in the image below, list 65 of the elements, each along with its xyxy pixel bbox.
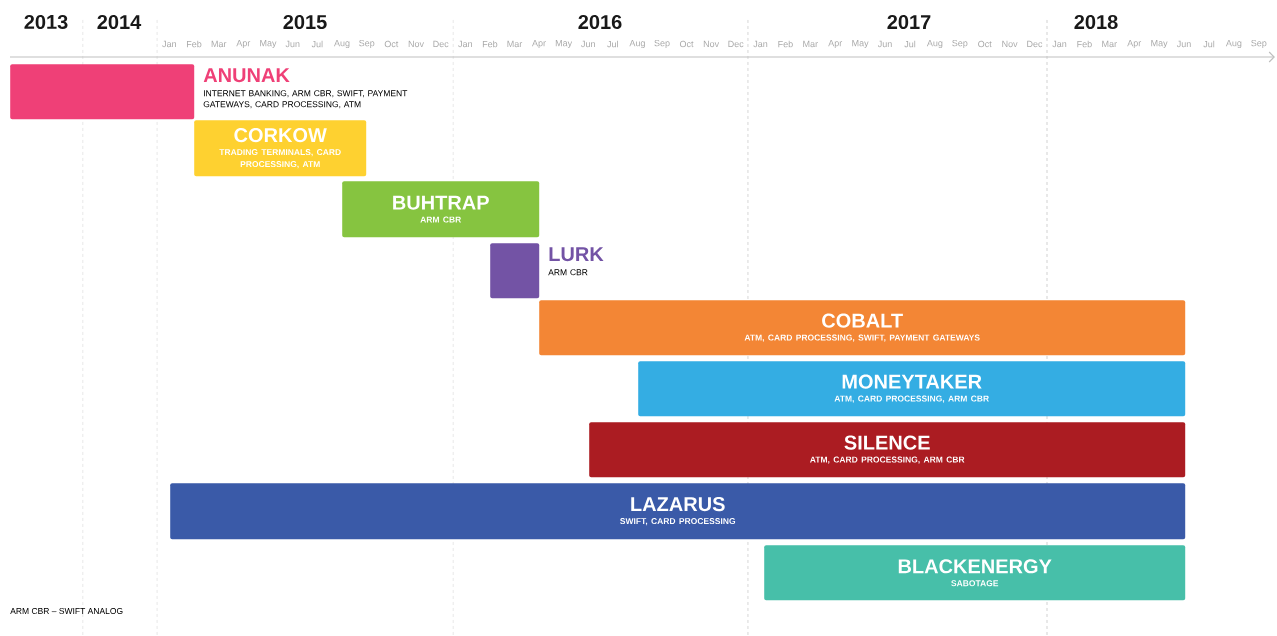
month-label: Mar xyxy=(803,40,818,48)
month-label: Feb xyxy=(778,40,793,48)
month-label: Apr xyxy=(532,39,546,48)
month-label: Sep xyxy=(654,39,670,49)
timeline-bar: COBALT ATM, CARD PROCESSING, SWIFT, PAYMENT GATEWAYS xyxy=(539,300,1186,356)
month-label: Jun xyxy=(877,40,892,48)
month-label: Dec xyxy=(1027,40,1043,48)
month-label: Nov xyxy=(1002,40,1018,48)
month-label: Apr xyxy=(236,39,251,48)
month-label: Jun xyxy=(581,40,595,48)
year-label: 2015 xyxy=(283,14,327,30)
month-label: Aug xyxy=(334,39,350,48)
timeline-bar: BLACKENERGY SABOTAGE xyxy=(764,545,1186,601)
node-label: LURK xyxy=(549,247,604,262)
month-label: Jun xyxy=(1176,40,1191,48)
month-label: May xyxy=(260,39,277,48)
month-label: Jul xyxy=(607,40,618,48)
month-label: Mar xyxy=(1102,40,1117,48)
month-label: Aug xyxy=(1225,39,1242,48)
year-label: 2016 xyxy=(578,14,622,30)
month-label: Mar xyxy=(507,40,523,48)
timeline-bar: CORKOW TRADING TERMINALS, CARD PROCESSING, ATM xyxy=(194,120,367,177)
month-label: Oct xyxy=(679,40,694,48)
month-label: Dec xyxy=(433,40,449,48)
month-label: Dec xyxy=(728,40,744,48)
month-label: Nov xyxy=(703,40,720,48)
month-label: Jun xyxy=(285,40,300,48)
month-label: Jul xyxy=(1203,40,1215,48)
month-label: Feb xyxy=(1077,40,1092,48)
month-label: Feb xyxy=(187,40,202,48)
month-label: Jan xyxy=(753,40,768,48)
month-label: Jan xyxy=(1052,40,1067,48)
year-label: 2018 xyxy=(1074,14,1118,30)
month-label: May xyxy=(852,39,869,48)
month-label: Apr xyxy=(1127,39,1142,48)
timeline-bar: BUHTRAP ARM CBR xyxy=(342,181,540,238)
node-label: INTERNET BANKING, ARM CBR, SWIFT, PAYMENT GATEWAYS, CARD PROCESSING, ATM xyxy=(203,90,408,109)
month-label: Apr xyxy=(828,39,843,48)
month-label: Oct xyxy=(978,40,992,48)
month-label: Feb xyxy=(482,40,498,48)
month-label: Jan xyxy=(162,40,176,48)
year-label: 2014 xyxy=(97,14,142,30)
month-label: May xyxy=(555,39,573,48)
year-label: 2017 xyxy=(887,14,931,30)
month-label: Nov xyxy=(408,40,424,48)
month-label: Sep xyxy=(1251,39,1267,49)
node-label: ARM CBR xyxy=(548,269,588,276)
month-label: Oct xyxy=(384,40,399,48)
month-label: May xyxy=(1151,39,1168,48)
month-label: Jul xyxy=(904,40,916,48)
timeline-bar: LAZARUS SWIFT, CARD PROCESSING xyxy=(170,483,1186,540)
node-label: ANUNAK xyxy=(203,68,290,83)
timeline-bar: LURK ARM CBR xyxy=(490,243,604,299)
month-label: Aug xyxy=(629,39,645,48)
timeline-bar: MONEYTAKER ATM, CARD PROCESSING, ARM CBR xyxy=(638,361,1186,417)
month-label: Jan xyxy=(458,40,472,48)
month-label: Mar xyxy=(211,40,227,48)
month-label: Sep xyxy=(952,39,968,49)
timeline-bar: ANUNAK INTERNET BANKING, ARM CBR, SWIFT, PAYMENT GATEWAYS, CARD PROCESSING, ATM xyxy=(10,64,408,120)
year-label: 2013 xyxy=(24,14,68,30)
month-label: Jul xyxy=(311,40,323,48)
month-label: Sep xyxy=(359,39,375,49)
footnote: ARM CBR – SWIFT ANALOG xyxy=(10,608,123,614)
timeline-bar: SILENCE ATM, CARD PROCESSING, ARM CBR xyxy=(589,422,1186,478)
month-label: Aug xyxy=(926,39,943,48)
